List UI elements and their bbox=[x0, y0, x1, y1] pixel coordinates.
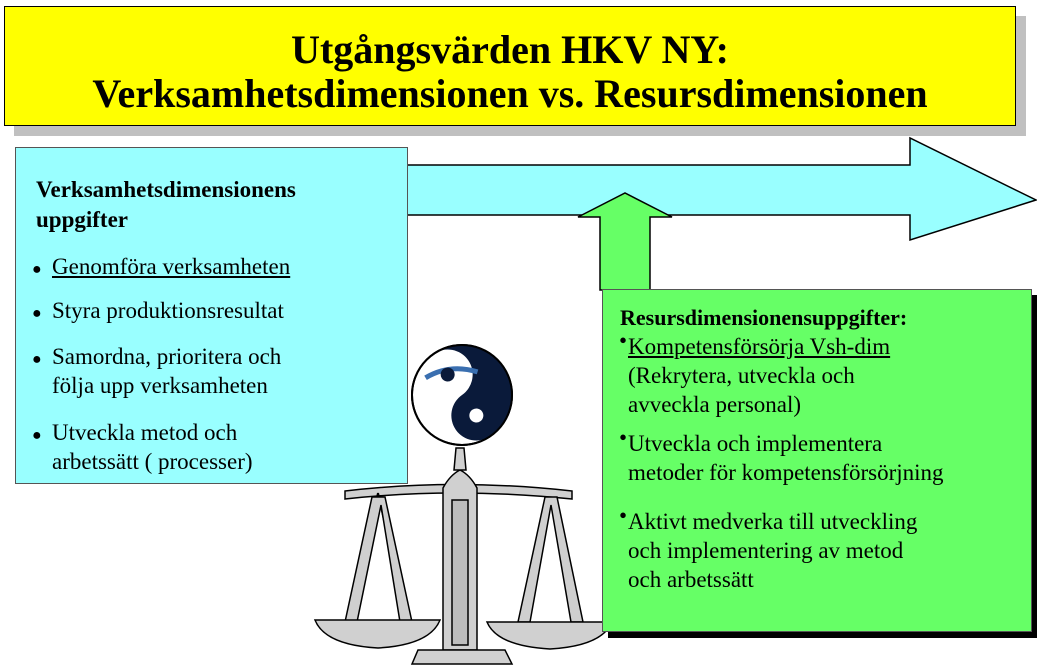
up-arrow-icon bbox=[577, 192, 673, 291]
verksamhet-heading-line-1: Verksamhetsdimensionens bbox=[36, 177, 296, 202]
bullet-icon: • bbox=[619, 425, 628, 450]
list-item-text: avveckla personal) bbox=[628, 392, 802, 417]
right-arrow-icon bbox=[404, 136, 1037, 242]
list-item-text: följa upp verksamheten bbox=[52, 373, 268, 398]
list-item-text: arbetssätt ( processer) bbox=[52, 449, 253, 474]
resurs-heading: Resursdimensionensuppgifter: bbox=[620, 305, 908, 330]
list-item: ● Genomföra verksamheten bbox=[32, 252, 290, 281]
yin-yang-icon bbox=[411, 344, 513, 446]
bullet-icon: ● bbox=[32, 305, 42, 322]
list-item: • Kompetensförsörja Vsh-dim (Rekrytera, … bbox=[619, 328, 891, 419]
balance-scale-icon bbox=[313, 447, 614, 665]
title-banner: Utgångsvärden HKV NY: Verksamhetsdimensi… bbox=[4, 6, 1016, 126]
list-item: ● Styra produktionsresultat bbox=[32, 296, 284, 325]
bullet-icon: • bbox=[619, 328, 628, 353]
resurs-box: Resursdimensionensuppgifter: • Kompetens… bbox=[602, 289, 1032, 632]
list-item: ● Utveckla metod och arbetssätt ( proces… bbox=[32, 418, 253, 476]
list-item-text: och implementering av metod bbox=[628, 538, 904, 563]
list-item: • Utveckla och implementera metoder för … bbox=[619, 425, 944, 487]
verksamhet-heading: Verksamhetsdimensionens uppgifter bbox=[36, 175, 296, 235]
bullet-icon: • bbox=[619, 503, 628, 528]
list-item-text: Aktivt medverka till utveckling bbox=[628, 509, 918, 534]
list-item: • Aktivt medverka till utveckling och im… bbox=[619, 503, 918, 594]
list-item-text: och arbetssätt bbox=[628, 567, 754, 592]
list-item-text: Kompetensförsörja Vsh-dim bbox=[628, 334, 891, 359]
list-item-text: Utveckla och implementera bbox=[628, 431, 883, 456]
bullet-icon: ● bbox=[32, 351, 42, 368]
list-item-text: Styra produktionsresultat bbox=[52, 298, 284, 323]
title-line-1: Utgångsvärden HKV NY: bbox=[291, 27, 729, 72]
list-item-text: metoder för kompetensförsörjning bbox=[628, 460, 944, 485]
list-item-text: Utveckla metod och bbox=[52, 420, 238, 445]
list-item-text: (Rekrytera, utveckla och bbox=[628, 363, 855, 388]
bullet-icon: ● bbox=[32, 427, 42, 444]
title-line-2: Verksamhetsdimensionen vs. Resursdimensi… bbox=[92, 71, 928, 116]
list-item-text: Samordna, prioritera och bbox=[52, 344, 282, 369]
verksamhet-heading-line-2: uppgifter bbox=[36, 207, 128, 232]
list-item-text: Genomföra verksamheten bbox=[52, 254, 291, 279]
verksamhet-box: Verksamhetsdimensionens uppgifter ● Geno… bbox=[15, 147, 408, 484]
bullet-icon: ● bbox=[32, 261, 42, 278]
list-item: ● Samordna, prioritera och följa upp ver… bbox=[32, 342, 281, 400]
